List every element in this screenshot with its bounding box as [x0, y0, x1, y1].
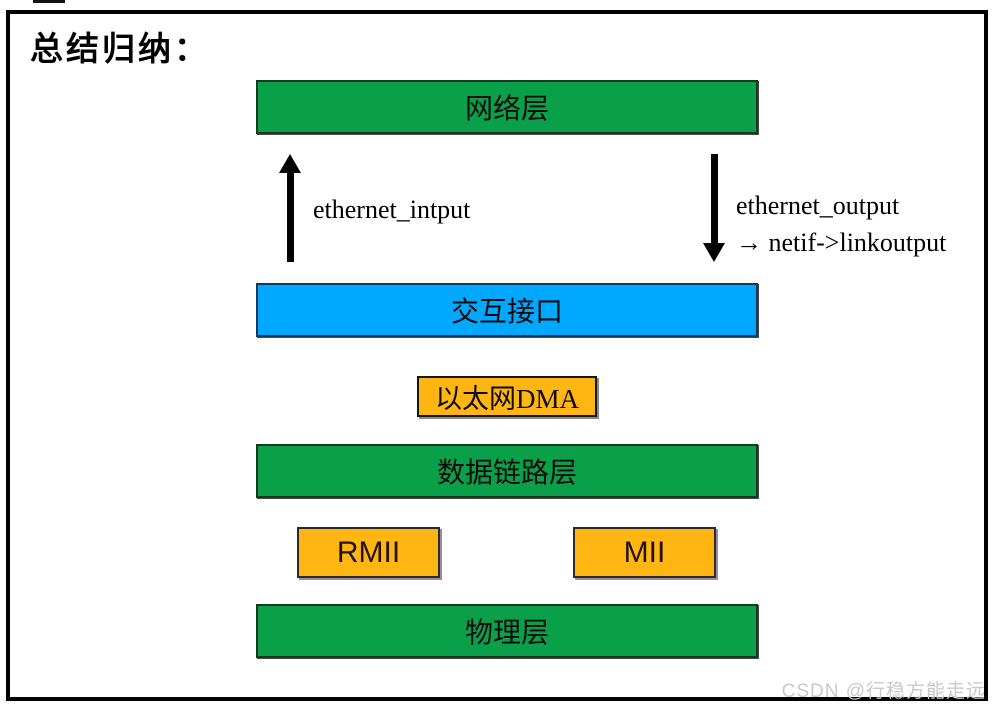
network-layer-box: 网络层: [256, 80, 758, 134]
arrow-down-head: [703, 243, 725, 262]
rmii-box: RMII: [297, 527, 440, 578]
arrow-up-shaft: [286, 169, 294, 262]
arrow-down-icon: [700, 154, 728, 262]
mii-label: MII: [623, 535, 666, 569]
top-edge-artifact: [33, 0, 65, 3]
ethernet-dma-box: 以太网DMA: [417, 376, 597, 417]
datalink-layer-box: 数据链路层: [256, 444, 758, 498]
mii-box: MII: [573, 527, 716, 578]
page-title: 总结归纳：: [30, 30, 210, 67]
interface-layer-label: 交互接口: [450, 297, 563, 328]
ethernet-input-label: ethernet_intput: [313, 195, 471, 224]
arrow-down-shaft: [710, 154, 718, 247]
interface-layer-box: 交互接口: [256, 283, 758, 337]
rmii-label: RMII: [336, 535, 401, 569]
arrow-up-icon: [276, 154, 304, 262]
ethernet-output-label: ethernet_output → netif->linkoutput: [736, 187, 946, 261]
datalink-layer-label: 数据链路层: [436, 458, 577, 489]
arrow-up-head: [279, 154, 301, 173]
network-layer-label: 网络层: [464, 94, 549, 125]
ethernet-output-line1: ethernet_output: [736, 191, 900, 220]
physical-layer-label: 物理层: [464, 618, 549, 649]
slide-border-frame: [6, 10, 988, 701]
physical-layer-box: 物理层: [256, 604, 758, 658]
csdn-watermark: CSDN @行稳方能走远: [781, 681, 986, 702]
ethernet-output-line2: → netif->linkoutput: [736, 228, 947, 257]
ethernet-dma-label: 以太网DMA: [434, 384, 579, 414]
